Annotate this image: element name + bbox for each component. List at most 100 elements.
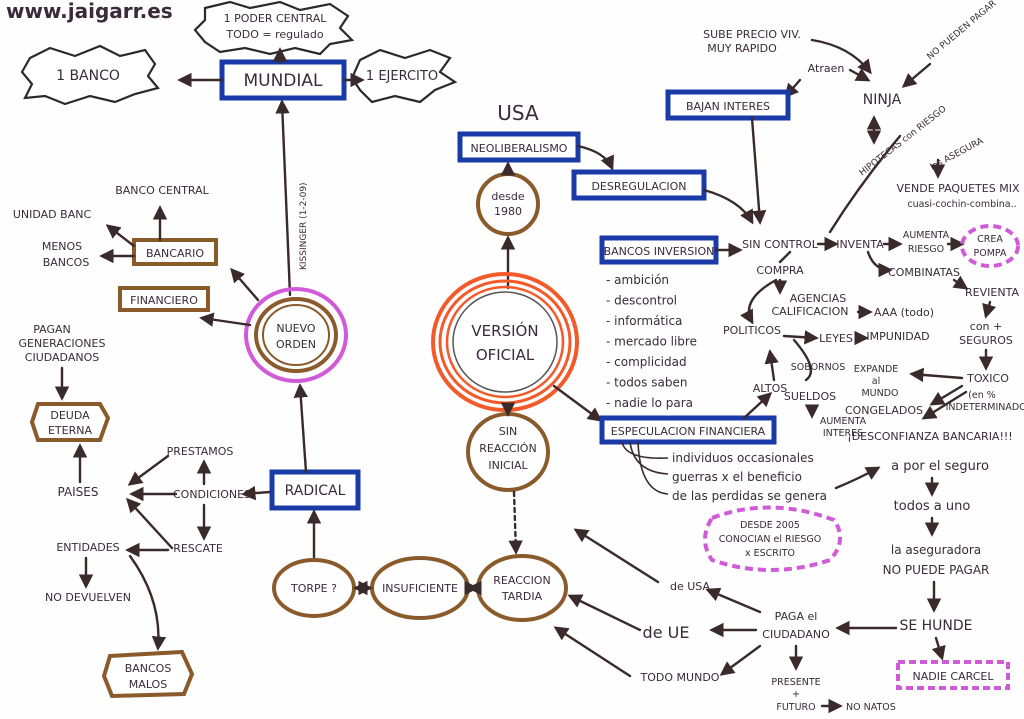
bajan-interes-box (665, 89, 791, 121)
deuda-eterna-label-1: DEUDA (50, 409, 90, 422)
todo-mundo-label: TODO MUNDO (640, 671, 720, 684)
arrow-inventa-combinatas (866, 250, 893, 278)
crea-pompa-label-1: CREA (977, 234, 1003, 245)
bancos-inversion-label: BANCOS INVERSION (604, 245, 715, 258)
arrow-paga-mundo (719, 644, 762, 676)
arrow-prestamos-paises (127, 454, 170, 486)
arrow-hunde-carcel (931, 636, 946, 661)
nuevo-orden-pink-ring (244, 287, 348, 383)
no-devuelven-label: NO DEVUELVEN (45, 591, 131, 604)
sin-reaccion-label-3: INICIAL (488, 459, 528, 472)
cause-item: - todos saben (606, 376, 687, 390)
connector-spec-3 (637, 441, 669, 495)
bancario-label: BANCARIO (146, 247, 204, 260)
arrow-desregulacion-sincontrol (702, 188, 754, 225)
nuevo-orden-ring-outer (254, 297, 338, 373)
todo-regulado-label: TODO = regulado (225, 28, 323, 41)
arrow-radical-orden (293, 383, 308, 474)
seguros-label: SEGUROS (959, 334, 1013, 347)
no-pueden-pagar-label: NO PUEDEN PAGAR (926, 0, 999, 62)
arrow-version-especulacion (552, 384, 603, 422)
desde-1980-ring (476, 172, 540, 236)
desde-2005-label-2: CONOCIAN el RIESGO (719, 534, 822, 545)
ejercito-label: 1 EJERCITO (366, 69, 438, 84)
kissinger-label: KISSINGER (1-2-09) (299, 182, 309, 270)
de-usa-label: de USA (670, 580, 710, 593)
futuro-label: FUTURO (776, 702, 815, 713)
pagan-label-2: GENERACIONES (19, 337, 106, 350)
arrow-nopueden-ninja (901, 62, 932, 88)
no-natos-label: NO NATOS (846, 702, 896, 713)
inventa-label: INVENTA (836, 238, 884, 251)
plus-label: + (792, 689, 800, 700)
crea-pompa-label-2: POMPA (973, 248, 1007, 259)
reaccion-tardia-label-2: TARDIA (501, 590, 543, 603)
indeterminado-label-2: INDETERMINADO) (946, 402, 1024, 413)
arrow-entidades-bancosmalos (128, 554, 167, 651)
congelados-label: CONGELADOS (845, 404, 923, 417)
banco-central-label: BANCO CENTRAL (115, 184, 209, 197)
cause-item: - ambición (606, 273, 669, 287)
combinatas-label: COMBINATAS (888, 266, 960, 279)
sueldos-label: SUELDOS (784, 390, 836, 403)
version-orange-ring-3 (445, 285, 565, 399)
aumenta-riesgo-label-2: RIESGO (908, 244, 944, 255)
arrow-orden-financiero (199, 312, 252, 327)
aumenta-interes-label-2: INTERES (823, 428, 863, 439)
arrow-toxico-congelados (929, 384, 964, 406)
prestamos-label: PRESTAMOS (167, 445, 234, 458)
expande-label-2: al (872, 376, 880, 387)
agencias-label-2: CALIFICACION (772, 305, 849, 318)
arrow-compra-politicos (740, 278, 778, 325)
cause-item: - complicidad (606, 355, 687, 369)
arrow-rescate-paises (126, 497, 174, 550)
arrow-altos-politicos (764, 349, 779, 382)
cause-item: - descontrol (606, 294, 677, 308)
toxico-label: TOXICO (966, 372, 1009, 385)
arrow-toxico-desconfianza (921, 390, 968, 420)
paises-label: PAISES (57, 485, 98, 499)
aaa-label: AAA (todo) (874, 306, 934, 319)
presente-label: PRESENTE (771, 677, 820, 688)
connector-inventa-hipotecas (828, 134, 902, 234)
arrow-revienta-seguros (982, 300, 997, 319)
cause-item: - mercado libre (606, 335, 697, 349)
agencias-label-1: AGENCIAS (790, 292, 846, 305)
se-hunde-label: SE HUNDE (899, 618, 972, 634)
cause-item: - nadie lo para (606, 396, 693, 410)
altos-label: ALTOS (753, 382, 788, 395)
vende-label-1: VENDE PAQUETES MIX (897, 182, 1020, 195)
arrow-politicos-leyes (782, 330, 819, 345)
desregulacion-label: DESREGULACION (591, 180, 686, 193)
reaccion-tardia-label-1: REACCION (493, 574, 550, 587)
nadie-carcel-label: NADIE CARCEL (913, 670, 995, 683)
expande-label-1: EXPANDE (854, 364, 899, 375)
connector-sincontrol-compra (778, 250, 792, 264)
spec-item: individuos occasionales (672, 451, 814, 465)
compra-label: COMPRA (756, 264, 804, 277)
radical-box (269, 469, 361, 511)
leyes-label: LEYES (819, 332, 853, 345)
arrow-paga-usa (705, 587, 762, 614)
bancos-malos-label-2: MALOS (129, 678, 167, 691)
cause-item: - informática (606, 314, 682, 328)
arrow-orden-mundial (275, 99, 292, 297)
atraen-label: Atraen (808, 62, 845, 75)
sin-reaccion-label-2: REACCIÓN (479, 442, 536, 455)
spec-item: guerras x el beneficio (672, 470, 802, 484)
arrow-mundo-tardia (553, 626, 632, 678)
deuda-eterna-label-2: ETERNA (48, 424, 92, 437)
arrow-perdidas-seguro (834, 466, 881, 490)
entidades-label: ENTIDADES (56, 541, 119, 554)
aumenta-interes-label-1: AUMENTA (820, 416, 867, 427)
especulacion-box (599, 415, 777, 445)
financiero-label: FINANCIERO (130, 294, 198, 307)
desde-2005-label-1: DESDE 2005 (740, 520, 800, 531)
arrow-especulacion-altos (742, 392, 773, 420)
sin-control-label: SIN CONTROL (742, 238, 819, 251)
bancario-box (132, 238, 218, 266)
arrow-radical-condiciones (241, 485, 272, 501)
indeterminado-label-1: (en % (968, 390, 996, 401)
specs-list: individuos occasionales guerras x el bene… (672, 451, 827, 503)
vende-label-2: cuasi-cochin-combina.. (907, 199, 1016, 210)
